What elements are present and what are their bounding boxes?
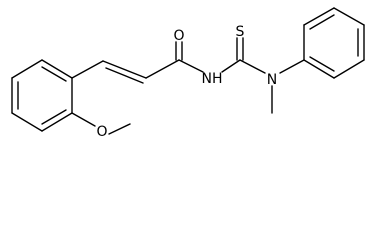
- bond: [333, 59, 365, 79]
- bond: [71, 60, 104, 79]
- bond: [221, 59, 241, 73]
- structure-canvas: O S NH N O: [11, 7, 365, 140]
- bond-inner: [41, 109, 67, 125]
- bond-double: [105, 67, 144, 84]
- bond: [303, 7, 335, 26]
- bond: [279, 59, 305, 74]
- bond: [145, 59, 180, 79]
- thione-sulfur-label: S: [236, 24, 245, 40]
- bond: [178, 59, 204, 73]
- bond: [303, 59, 335, 79]
- bond-lines: [11, 7, 365, 135]
- bond: [71, 112, 96, 127]
- carbonyl-oxygen-label: O: [173, 28, 184, 44]
- bond: [41, 59, 73, 79]
- bond: [11, 59, 43, 79]
- bond-inner: [309, 56, 335, 72]
- bond: [11, 112, 43, 132]
- bond: [102, 60, 147, 79]
- amine-n-label: N: [267, 72, 277, 88]
- bond-inner: [41, 66, 67, 82]
- amide-nh-label: NH: [202, 71, 223, 87]
- bond: [41, 112, 73, 132]
- ether-oxygen-label: O: [96, 124, 107, 140]
- molecule-drawing: O S NH N O: [11, 7, 365, 140]
- bond: [333, 7, 365, 26]
- bond: [108, 123, 131, 135]
- bond: [239, 59, 266, 74]
- bond-inner: [309, 14, 335, 30]
